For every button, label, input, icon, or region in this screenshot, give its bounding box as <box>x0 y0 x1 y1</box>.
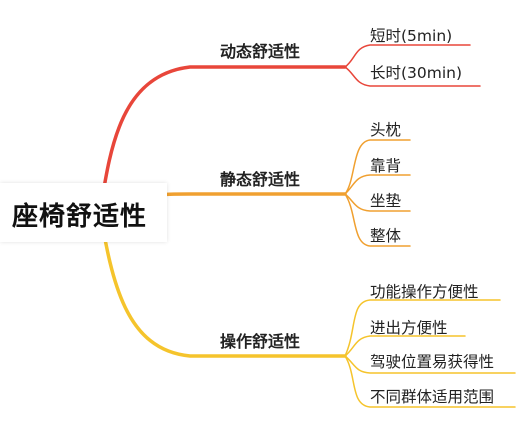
leaf-operation-convenience: 功能操作方便性 <box>370 283 479 301</box>
leaf-overall: 整体 <box>370 227 402 245</box>
connector-static-backrest <box>344 174 411 195</box>
leaf-driving-position: 驾驶位置易获得性 <box>370 353 495 371</box>
connector-operation-groups <box>344 355 516 408</box>
branch-operation-comfort: 操作舒适性 <box>220 332 301 351</box>
connector-operation-ingress <box>344 335 466 357</box>
connector-operation-convenience <box>344 299 501 357</box>
leaf-backrest: 靠背 <box>370 157 402 175</box>
leaf-seat-cushion: 坐垫 <box>370 192 402 210</box>
leaf-short-duration: 短时(5min) <box>370 27 453 45</box>
branch-dynamic-comfort: 动态舒适性 <box>220 42 301 61</box>
leaf-headrest: 头枕 <box>370 121 402 139</box>
connector-operation-position <box>344 355 516 374</box>
connector-dynamic-short <box>344 44 471 68</box>
connector-static-headrest <box>344 139 411 195</box>
connector-dynamic-long <box>344 66 481 87</box>
root-node <box>0 183 167 242</box>
root-label: 座椅舒适性 <box>12 202 148 232</box>
leaf-ingress-egress: 进出方便性 <box>370 319 448 337</box>
connector-static-cushion <box>344 193 411 212</box>
leaf-long-duration: 长时(30min) <box>370 64 463 82</box>
connector-static-overall <box>344 193 411 247</box>
branch-static-comfort: 静态舒适性 <box>220 170 301 189</box>
leaf-user-groups: 不同群体适用范围 <box>370 388 495 406</box>
